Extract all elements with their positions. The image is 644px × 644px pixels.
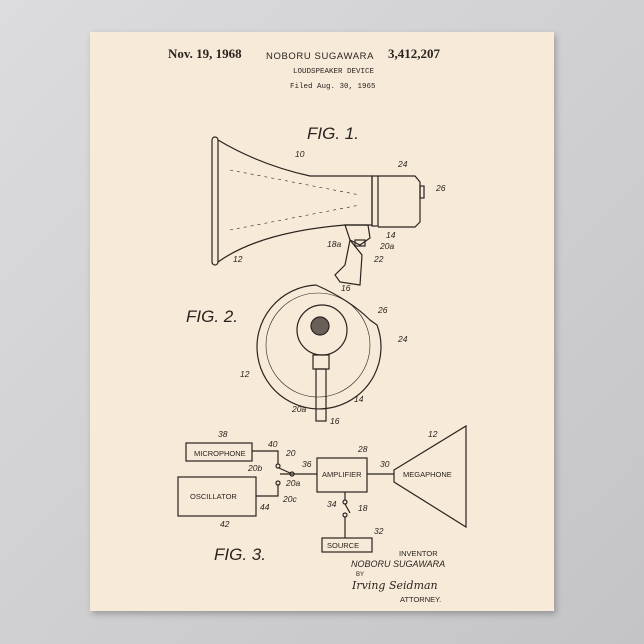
fig2-front-view: FIG. 2. (186, 284, 382, 422)
filed-date: Filed Aug. 30, 1965 (290, 83, 376, 91)
fig3-label: 36 (302, 459, 312, 469)
attorney-signature: Irving Seidman (351, 579, 438, 592)
fig3-label: 20c (282, 494, 297, 504)
patent-subtitle: LOUDSPEAKER DEVICE (293, 68, 375, 76)
fig3-title: FIG. 3. (214, 545, 266, 564)
megaphone-label: MEGAPHONE (403, 470, 452, 479)
fig1-reference-labels: 10 24 26 14 18a 20a 22 12 16 (233, 149, 446, 293)
fig2-label: 12 (240, 369, 250, 379)
by-label: BY (356, 572, 364, 578)
fig1-label: 18a (327, 239, 341, 249)
fig1-label: 12 (233, 254, 243, 264)
patent-number: 3,412,207 (388, 46, 440, 61)
source-block (321, 537, 373, 553)
fig1-label: 10 (295, 149, 305, 159)
fig1-label: 20a (379, 241, 394, 251)
fig2-label: 26 (377, 305, 388, 315)
fig3-label: 38 (218, 429, 228, 439)
amplifier-block (316, 457, 368, 493)
source-label: SOURCE (327, 541, 359, 550)
fig2-reference-labels: 26 24 12 14 20a 16 (240, 305, 408, 426)
inventor-label: INVENTOR (399, 549, 438, 558)
fig2-label: 20a (291, 404, 306, 414)
oscillator-label: OSCILLATOR (190, 492, 237, 501)
fig3-label: 20b (247, 463, 262, 473)
amplifier-label: AMPLIFIER (322, 470, 362, 479)
fig3-label: 20a (285, 478, 300, 488)
fig1-label: 16 (341, 283, 351, 293)
fig2-label: 16 (330, 416, 340, 426)
fig3-label: 34 (327, 499, 337, 509)
fig3-label: 18 (358, 503, 368, 513)
fig3-label: 44 (260, 502, 270, 512)
inventor-name: NOBORU SUGAWARA (351, 559, 445, 569)
patent-drawing: FIG. 1. 10 24 26 14 18a 20a 22 12 16 FIG… (177, 124, 467, 604)
fig2-label: 14 (354, 394, 364, 404)
fig1-label: 14 (386, 230, 396, 240)
fig1-title: FIG. 1. (307, 124, 359, 143)
patent-poster: Nov. 19, 1968 NOBORU SUGAWARA 3,412,207 … (90, 32, 554, 611)
fig3-label: 30 (380, 459, 390, 469)
fig2-label: 24 (397, 334, 408, 344)
fig3-block-diagram (177, 424, 467, 553)
microphone-block (185, 442, 253, 462)
patent-date: Nov. 19, 1968 (168, 46, 242, 61)
fig3-label: 28 (357, 444, 368, 454)
fig3-text: MICROPHONE OSCILLATOR AMPLIFIER MEGAPHON… (190, 429, 452, 604)
fig1-label: 22 (373, 254, 384, 264)
fig3-label: 32 (374, 526, 384, 536)
fig3-label: 12 (428, 429, 438, 439)
fig1-megaphone: FIG. 1. (211, 124, 425, 286)
megaphone-block (393, 424, 467, 529)
microphone-label: MICROPHONE (194, 449, 246, 458)
fig1-label: 24 (397, 159, 408, 169)
attorney-label: ATTORNEY. (400, 595, 441, 604)
fig3-label: 40 (268, 439, 278, 449)
inventor-header: NOBORU SUGAWARA (266, 51, 375, 62)
fig1-label: 26 (435, 183, 446, 193)
fig3-label: 20 (285, 448, 296, 458)
fig3-label: 42 (220, 519, 230, 529)
fig2-title: FIG. 2. (186, 307, 238, 326)
